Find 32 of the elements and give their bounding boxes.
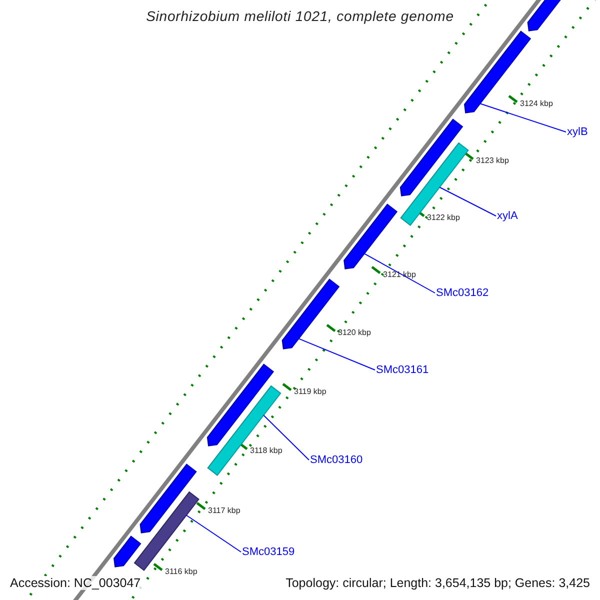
gene-feature xyxy=(207,385,282,476)
tick-label: 3121 kbp xyxy=(383,270,416,280)
leader-line xyxy=(364,253,436,294)
leader-line xyxy=(439,186,496,216)
title: Sinorhizobium meliloti 1021, complete genome xyxy=(145,8,455,24)
leader-line xyxy=(186,514,242,552)
gene-label: SMc03160 xyxy=(310,454,363,466)
leader-line xyxy=(263,414,310,460)
tick-label: 3122 kbp xyxy=(427,213,460,223)
gene-feature xyxy=(344,204,398,270)
tick-label: 3124 kbp xyxy=(520,99,553,109)
gene-label: SMc03161 xyxy=(376,364,429,376)
tick-label: 3118 kbp xyxy=(250,446,282,456)
gene-feature xyxy=(282,278,340,350)
genome-info-text: Topology: circular; Length: 3,654,135 bp; Genes: 3,425 xyxy=(284,576,591,590)
gene-label: xylA xyxy=(497,210,518,222)
tick-label: 3123 kbp xyxy=(476,156,509,166)
tick-label: 3116 kbp xyxy=(165,567,198,577)
gene-feature xyxy=(114,536,142,568)
gene-label: SMc03162 xyxy=(436,287,489,299)
tick-label: 3117 kbp xyxy=(208,506,240,516)
gene-feature xyxy=(140,464,197,534)
tick-label: 3119 kbp xyxy=(294,387,326,397)
leader-line xyxy=(298,338,376,370)
leader-line xyxy=(480,103,566,132)
gene-feature xyxy=(400,142,469,226)
gene-label: xylB xyxy=(567,126,588,138)
gene-label: SMc03159 xyxy=(242,546,295,558)
gene-feature xyxy=(400,118,464,196)
accession-text: Accession: NC_003047 xyxy=(8,576,143,590)
gene-feature xyxy=(206,364,274,446)
tick-label: 3120 kbp xyxy=(338,328,371,338)
